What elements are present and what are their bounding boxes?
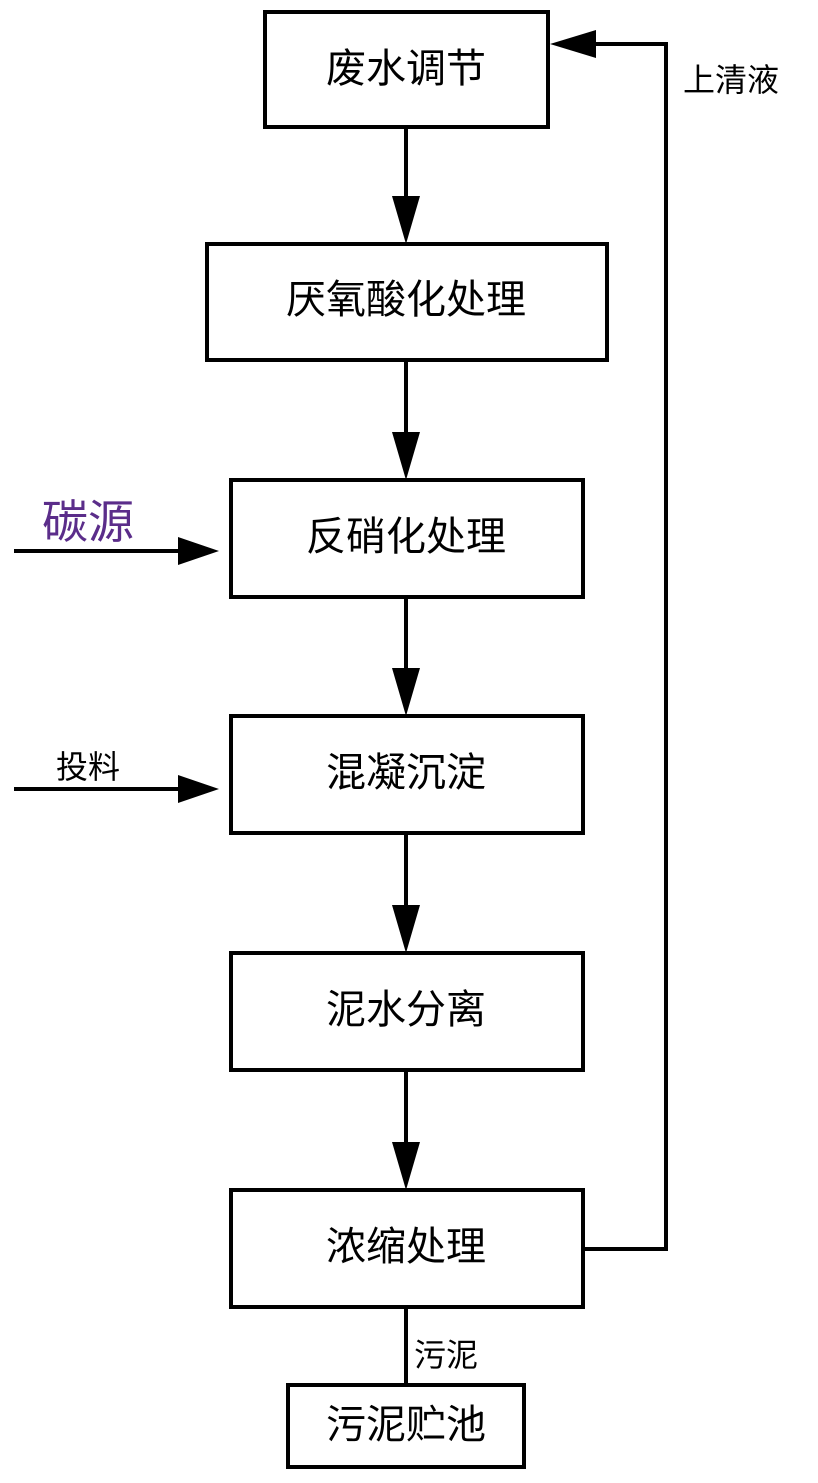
flow-arrow (392, 1070, 420, 1190)
step-thickening: 浓缩处理 (229, 1188, 585, 1309)
step-label: 浓缩处理 (326, 1224, 486, 1270)
flow-arrow (392, 833, 420, 953)
step-label: 污泥贮池 (326, 1402, 486, 1448)
step-denitrification: 反硝化处理 (229, 478, 585, 599)
sludge-line: 污泥 (404, 1307, 478, 1385)
step-wastewater-regulation: 废水调节 (263, 10, 550, 129)
flow-arrow (392, 127, 420, 244)
step-label: 泥水分离 (326, 987, 486, 1033)
sludge-label: 污泥 (414, 1336, 478, 1374)
supernatant-label: 上清液 (683, 61, 779, 99)
step-sludge-water-separation: 泥水分离 (229, 951, 585, 1072)
step-label: 厌氧酸化处理 (286, 277, 526, 323)
carbon-source-input: 碳源 (14, 495, 219, 565)
step-label: 混凝沉淀 (326, 750, 486, 796)
flow-arrow (392, 597, 420, 716)
flow-arrow (392, 360, 420, 480)
supernatant-return-line: 上清液 (550, 30, 779, 1251)
step-label: 废水调节 (326, 46, 486, 92)
carbon-source-label: 碳源 (42, 495, 134, 549)
step-anaerobic-acidification: 厌氧酸化处理 (205, 242, 609, 362)
dosing-input: 投料 (14, 748, 219, 803)
dosing-label: 投料 (56, 748, 120, 786)
step-sludge-tank: 污泥贮池 (286, 1383, 526, 1469)
step-coagulation-sedimentation: 混凝沉淀 (229, 714, 585, 835)
step-label: 反硝化处理 (306, 514, 506, 560)
